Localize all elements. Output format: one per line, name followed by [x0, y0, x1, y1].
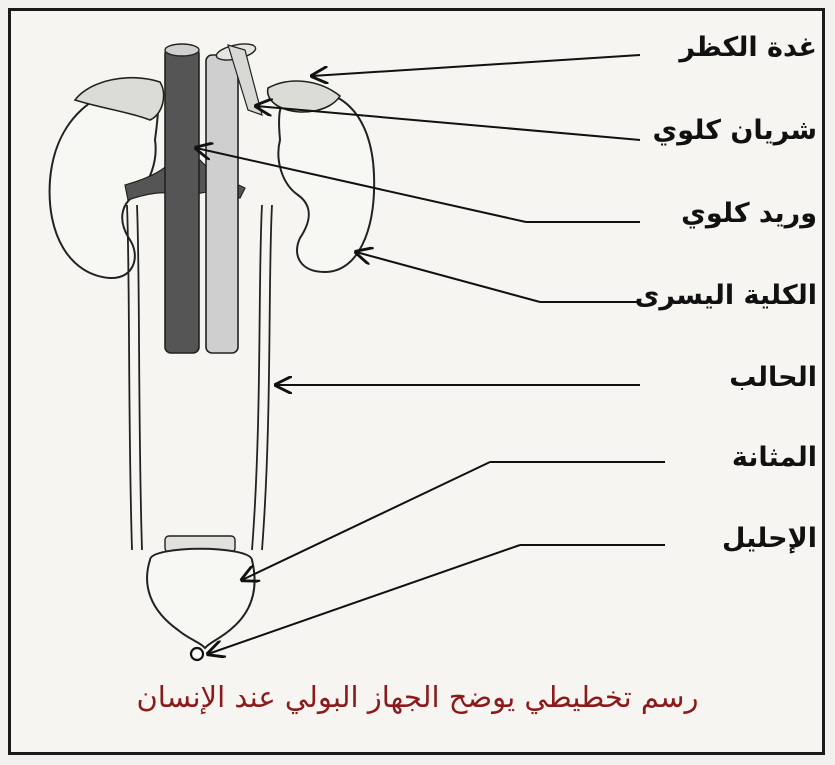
- label-left-kidney: الكلية اليسرى: [635, 280, 817, 311]
- leader-urethra: [208, 545, 520, 654]
- label-urethra: الإحليل: [722, 523, 817, 554]
- leader-bladder: [242, 462, 490, 580]
- diagram-caption: رسم تخطيطي يوضح الجهاز البولي عند الإنسا…: [0, 680, 835, 714]
- aorta: [206, 55, 238, 353]
- label-bladder: المثانة: [732, 442, 817, 473]
- leader-adrenal-gland: [312, 55, 640, 76]
- label-adrenal-gland: غدة الكظر: [679, 32, 817, 63]
- urethra-opening: [191, 648, 203, 660]
- bladder: [147, 549, 255, 648]
- left-ureter: [252, 205, 272, 550]
- left-kidney: [278, 92, 374, 272]
- label-renal-artery: شريان كلوي: [653, 115, 817, 146]
- label-ureter: الحالب: [729, 362, 817, 393]
- vena-cava: [165, 48, 199, 353]
- leader-left-kidney-diag: [356, 252, 540, 302]
- label-renal-vein: وريد كلوي: [681, 198, 817, 229]
